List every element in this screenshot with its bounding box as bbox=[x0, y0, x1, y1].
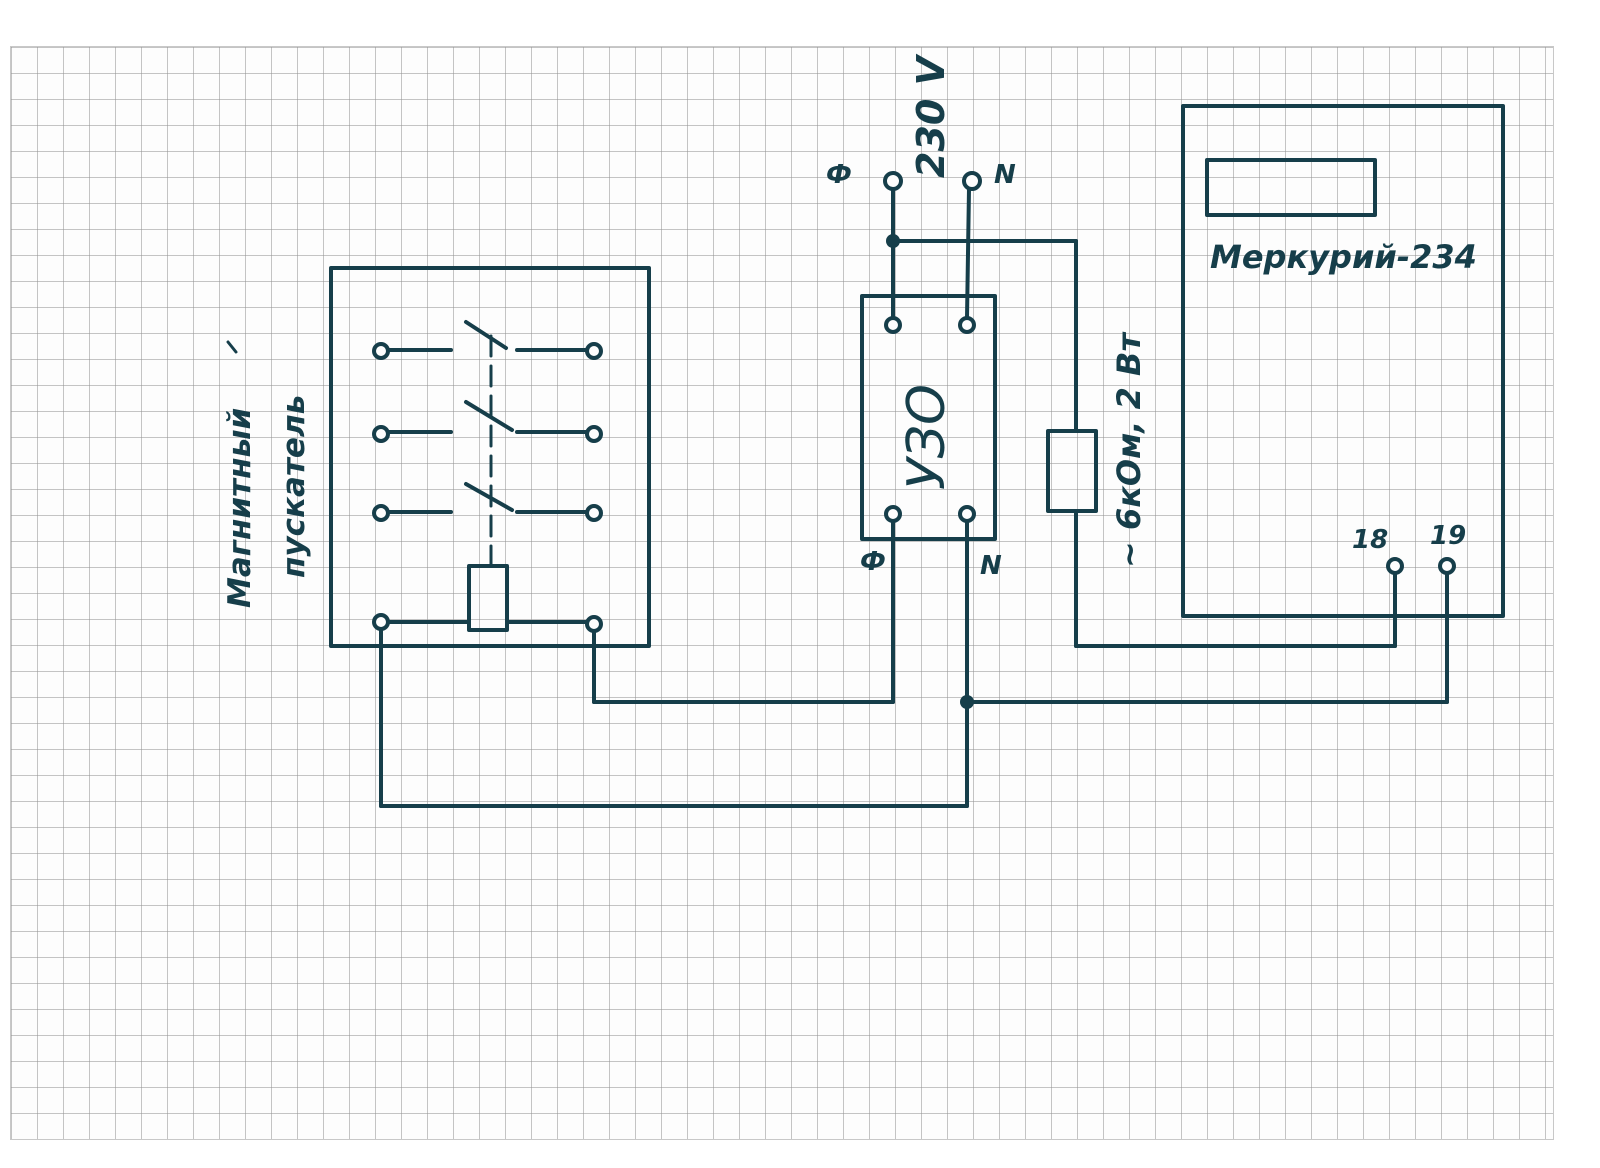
coil-terminal-a2 bbox=[585, 615, 603, 633]
rcd-label: УЗО bbox=[897, 384, 957, 490]
supply-neutral-wire bbox=[965, 187, 971, 320]
contact-blade-2 bbox=[464, 400, 514, 432]
phase-label-top: Ф bbox=[826, 160, 852, 190]
junction-dot-top bbox=[886, 234, 900, 248]
coil-terminal-a1 bbox=[372, 613, 390, 631]
meter-terminal-18 bbox=[1386, 557, 1404, 575]
meter-terminal-19 bbox=[1438, 557, 1456, 575]
neutral-label-bottom: N bbox=[980, 551, 1002, 581]
magnetic-starter-box bbox=[329, 266, 651, 648]
contact-blade-1 bbox=[464, 320, 508, 350]
rcd-terminal-in-phase bbox=[884, 316, 902, 334]
supply-terminal-neutral bbox=[962, 171, 982, 191]
junction-dot-neutral bbox=[960, 695, 974, 709]
starter-terminal-l3 bbox=[372, 504, 390, 522]
meter-display bbox=[1205, 158, 1377, 217]
starter-terminal-r3 bbox=[585, 504, 603, 522]
rcd-terminal-out-phase bbox=[884, 505, 902, 523]
resistor-label: ~ 6кОм, 2 Вт bbox=[1110, 331, 1148, 568]
neutral-label-top: N bbox=[994, 160, 1016, 190]
starter-accent-mark bbox=[226, 340, 238, 354]
test-resistor bbox=[1046, 429, 1098, 513]
starter-terminal-l1 bbox=[372, 342, 390, 360]
graph-paper-sheet bbox=[10, 46, 1554, 1140]
starter-terminal-r1 bbox=[585, 342, 603, 360]
rcd-terminal-in-neutral bbox=[958, 316, 976, 334]
meter-box bbox=[1181, 104, 1505, 618]
starter-label-line2: пускатель bbox=[276, 395, 312, 578]
terminal-19-label: 19 bbox=[1430, 521, 1466, 551]
contact-blade-3 bbox=[464, 482, 514, 512]
starter-terminal-l2 bbox=[372, 425, 390, 443]
rcd-terminal-out-neutral bbox=[958, 505, 976, 523]
starter-coil bbox=[467, 564, 509, 632]
starter-terminal-r2 bbox=[585, 425, 603, 443]
voltage-label: 230 V bbox=[909, 53, 953, 178]
phase-label-bottom: Ф bbox=[860, 547, 886, 577]
starter-label-line1: Магнитный bbox=[222, 408, 258, 608]
terminal-18-label: 18 bbox=[1352, 525, 1388, 555]
supply-terminal-phase bbox=[883, 171, 903, 191]
rcd-box bbox=[860, 294, 997, 541]
meter-label: Меркурий-234 bbox=[1210, 238, 1477, 276]
